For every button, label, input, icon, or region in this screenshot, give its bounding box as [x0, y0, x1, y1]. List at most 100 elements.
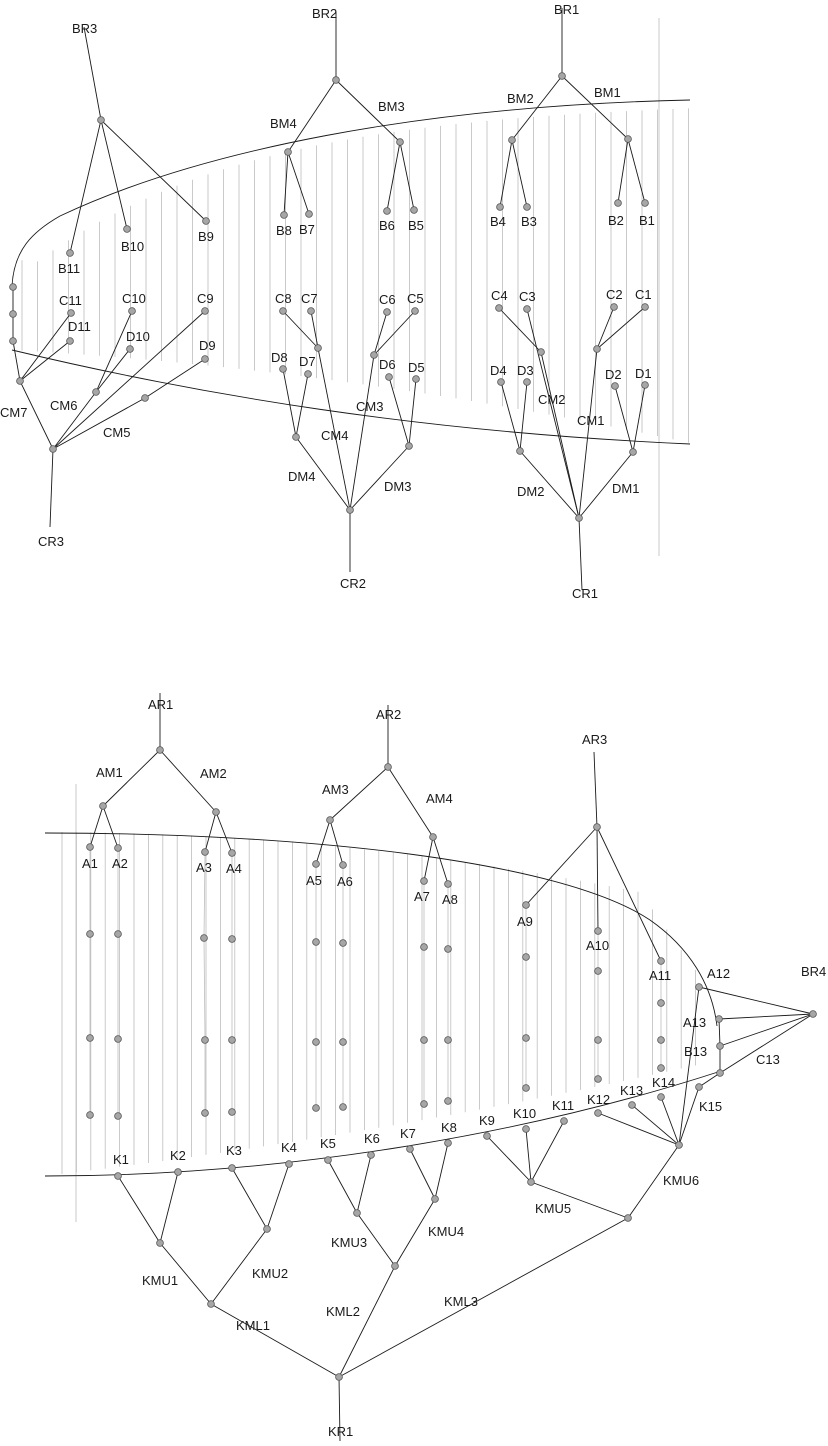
node-b5 — [410, 206, 418, 214]
node-k5 — [324, 1156, 332, 1164]
label-cm6: CM6 — [50, 398, 77, 413]
tree-edge — [432, 836, 449, 885]
node-kmu5n — [527, 1178, 535, 1186]
node-b2 — [614, 199, 622, 207]
node-a9c — [522, 1034, 530, 1042]
label-kmu6: KMU6 — [663, 1173, 699, 1188]
tree-edge — [593, 751, 598, 828]
node-dm4n — [292, 433, 300, 441]
node-a7b — [420, 943, 428, 951]
label-cr2: CR2 — [340, 576, 366, 591]
tree-edge — [19, 312, 72, 382]
label-d8: D8 — [271, 350, 288, 365]
node-c11 — [67, 309, 75, 317]
tree-edge — [596, 306, 646, 350]
node-kmu4n — [431, 1195, 439, 1203]
label-k8: K8 — [441, 1120, 457, 1135]
node-kmu2n — [263, 1225, 271, 1233]
tree-edge — [317, 347, 351, 511]
tree-edge — [210, 1228, 268, 1305]
tree-edge — [617, 138, 629, 204]
node-k1 — [114, 1172, 122, 1180]
label-c10: C10 — [122, 291, 146, 306]
label-am2: AM2 — [200, 766, 227, 781]
node-a9b — [522, 953, 530, 961]
node-a2c — [114, 1035, 122, 1043]
node-a7d — [420, 1100, 428, 1108]
label-c7: C7 — [301, 291, 318, 306]
label-a3: A3 — [196, 860, 212, 875]
label-a9: A9 — [517, 914, 533, 929]
node-d5 — [412, 375, 420, 383]
label-k9: K9 — [479, 1113, 495, 1128]
tree-edge — [678, 1086, 700, 1146]
label-b8: B8 — [276, 223, 292, 238]
label-k2: K2 — [170, 1148, 186, 1163]
node-b7 — [305, 210, 313, 218]
tree-edge — [83, 26, 102, 121]
tree-edge — [283, 151, 289, 216]
node-a10d — [594, 1075, 602, 1083]
label-dm1: DM1 — [612, 481, 639, 496]
node-a3d — [201, 1109, 209, 1117]
node-dm2n — [516, 447, 524, 455]
node-dm3n — [405, 442, 413, 450]
node-l2 — [9, 310, 17, 318]
label-b1: B1 — [639, 213, 655, 228]
label-kmu4: KMU4 — [428, 1224, 464, 1239]
node-dm1n — [629, 448, 637, 456]
tree-edge — [100, 119, 207, 222]
tree-edge — [525, 826, 598, 906]
label-b3: B3 — [521, 214, 537, 229]
tree-edge — [597, 1112, 680, 1146]
node-a4b — [228, 935, 236, 943]
node-a13 — [715, 1015, 723, 1023]
tree-edge — [52, 397, 146, 450]
node-d6 — [385, 373, 393, 381]
tree-edge — [578, 517, 583, 591]
label-a4: A4 — [226, 861, 242, 876]
tree-edge — [525, 1128, 532, 1183]
label-cm1: CM1 — [577, 413, 604, 428]
node-a11b — [657, 999, 665, 1007]
tree-edge — [282, 310, 319, 349]
tree-edge — [627, 138, 646, 204]
tree-edge — [614, 385, 634, 453]
label-k3: K3 — [226, 1143, 242, 1158]
dendrite-chain — [203, 851, 206, 939]
node-cr1n — [575, 514, 583, 522]
label-k15: K15 — [699, 1099, 722, 1114]
tree-edge — [266, 1163, 290, 1230]
node-d3 — [523, 378, 531, 386]
label-br1: BR1 — [554, 2, 579, 17]
node-a11d — [657, 1064, 665, 1072]
node-a8 — [444, 880, 452, 888]
tree-edge — [338, 1217, 629, 1378]
tree-edge — [117, 1175, 161, 1244]
label-b13: B13 — [684, 1044, 707, 1059]
label-bm1: BM1 — [594, 85, 621, 100]
lower-boundary-curve-2 — [44, 1071, 719, 1177]
tree-edge — [210, 1303, 340, 1378]
label-c9: C9 — [197, 291, 214, 306]
tree-edge — [349, 354, 375, 511]
tree-edge — [19, 340, 71, 382]
label-cm2: CM2 — [538, 392, 565, 407]
node-k11 — [560, 1117, 568, 1125]
label-a13: A13 — [683, 1015, 706, 1030]
tree-edge — [519, 381, 528, 452]
tree-edge — [144, 358, 206, 399]
label-cr1: CR1 — [572, 586, 598, 601]
node-am2n — [212, 808, 220, 816]
node-a5d — [312, 1104, 320, 1112]
node-k2 — [174, 1168, 182, 1176]
node-b10 — [123, 225, 131, 233]
label-kmu3: KMU3 — [331, 1235, 367, 1250]
node-kmu1n — [156, 1239, 164, 1247]
node-b4 — [496, 203, 504, 211]
label-dm2: DM2 — [517, 484, 544, 499]
tree-edge — [540, 351, 580, 519]
label-kml2: KML2 — [326, 1304, 360, 1319]
label-c4: C4 — [491, 288, 508, 303]
